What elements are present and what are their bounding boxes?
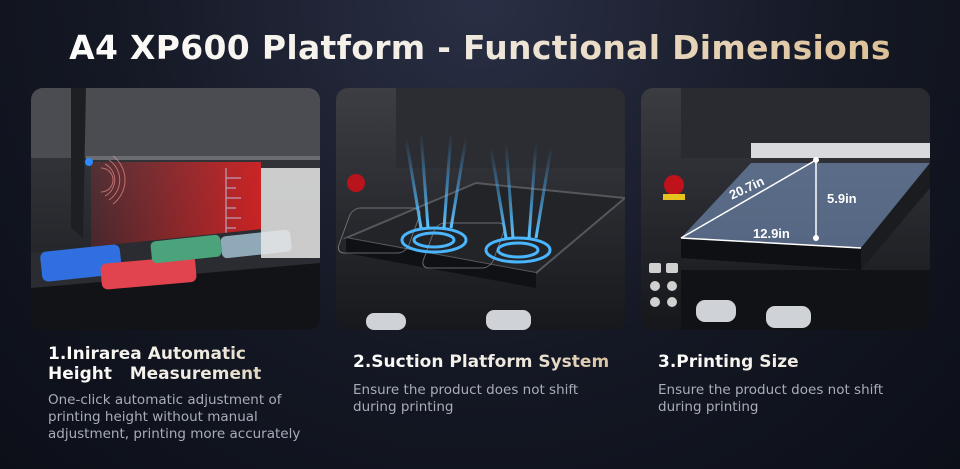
feature-description: Ensure the product does not shift during… <box>353 382 579 415</box>
feature-height-measurement: 1.Inirarea Automatic Height Measurement … <box>48 344 338 443</box>
feature-printing-size: 3.Printing Size Ensure the product does … <box>658 352 948 416</box>
dimension-lines <box>680 159 862 249</box>
height-dimension-label: 5.9in <box>827 191 857 206</box>
feature-title: 3.Printing Size <box>658 352 948 372</box>
height-measurement-illustration <box>31 88 320 330</box>
suction-platform-illustration <box>336 88 625 330</box>
feature-description: Ensure the product does not shift during… <box>658 382 884 415</box>
feature-title: 1.Inirarea Automatic Height Measurement <box>48 344 338 384</box>
page-title: A4 XP600 Platform - Functional Dimension… <box>0 28 960 67</box>
suction-platform-image <box>336 88 625 330</box>
feature-description: One-click automatic adjustment of printi… <box>48 392 301 442</box>
printing-size-image: 20.7in 5.9in 12.9in <box>641 88 930 330</box>
height-measurement-image <box>31 88 320 330</box>
feature-title: 2.Suction Platform System <box>353 352 643 372</box>
width-dimension-label: 12.9in <box>753 226 790 241</box>
printing-size-illustration: 20.7in 5.9in 12.9in <box>641 88 930 330</box>
feature-suction-platform: 2.Suction Platform System Ensure the pro… <box>353 352 643 416</box>
